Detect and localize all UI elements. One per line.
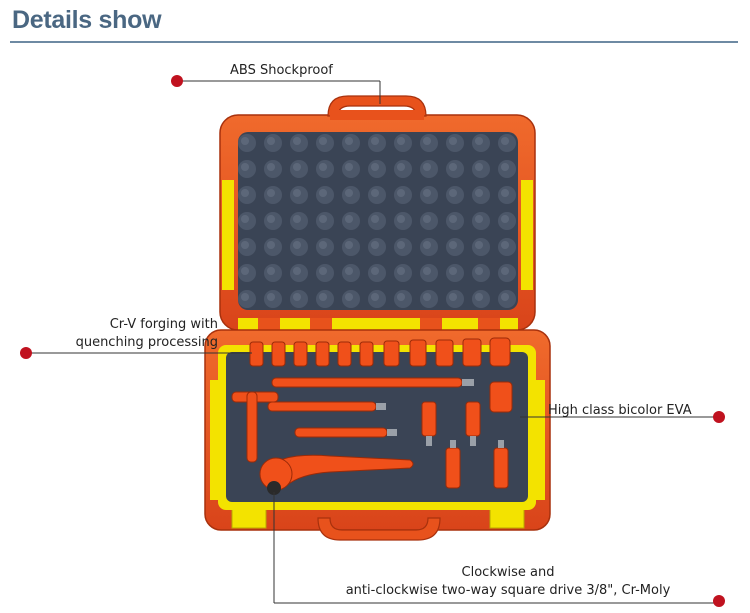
t-handle — [231, 391, 279, 463]
callout-crv — [20, 347, 252, 359]
callout-eva-label: High class bicolor EVA — [548, 403, 692, 418]
callout-eva — [520, 411, 725, 423]
extension-bars — [267, 377, 474, 438]
callout-dot — [171, 75, 183, 87]
callout-dot — [20, 347, 32, 359]
callout-crv-line2: quenching processing — [75, 335, 218, 350]
callout-drive — [273, 492, 725, 607]
title-divider — [10, 41, 738, 43]
large-socket — [489, 381, 513, 413]
lid-yellow-strip-right — [521, 180, 533, 290]
lid-yellow-strip-left — [222, 180, 234, 290]
callout-crv-label: Cr-V forging with quenching processing — [40, 316, 218, 352]
callout-drive-label: Clockwise and anti-clockwise two-way squ… — [318, 564, 698, 600]
tool-set — [231, 337, 513, 495]
callout-dot — [713, 411, 725, 423]
callout-abs — [171, 75, 381, 104]
callout-abs-label: ABS Shockproof — [230, 63, 333, 78]
page-title: Details show — [12, 6, 162, 34]
callout-dot — [713, 595, 725, 607]
callout-drive-line1: Clockwise and — [461, 565, 555, 580]
case-lid — [219, 95, 536, 331]
callout-crv-line1: Cr-V forging with — [109, 317, 218, 332]
bit-sockets — [421, 401, 509, 489]
socket-row — [249, 337, 511, 367]
ratchet — [259, 454, 414, 495]
lid-egg-crate-foam — [238, 132, 518, 310]
callout-drive-line2: anti-clockwise two-way square drive 3/8"… — [345, 583, 671, 598]
